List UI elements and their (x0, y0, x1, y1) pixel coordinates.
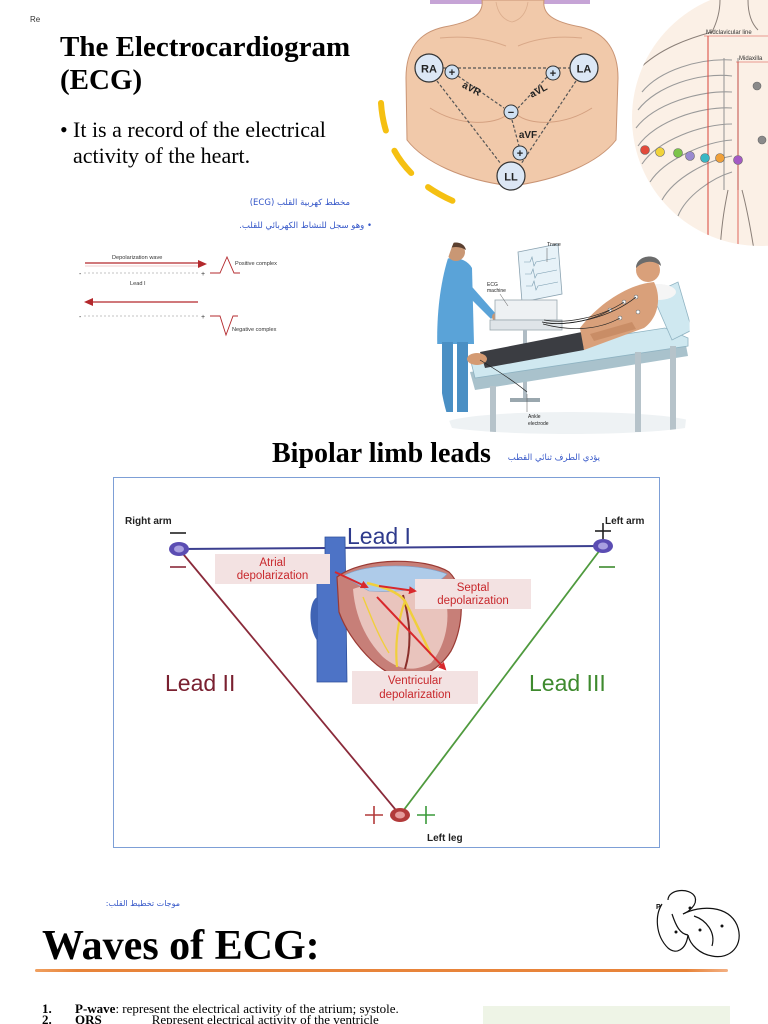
midaxillary-label: Midaxilla (739, 56, 763, 62)
ecg-machine-label-2: machine (487, 288, 506, 294)
left-arm-label: Left arm (605, 516, 645, 527)
plus-sign-avf: + (517, 148, 523, 160)
electrode-ll: LL (496, 161, 526, 191)
midclavicular-label: Midclavicular line (706, 30, 752, 36)
lead-minus-1: - (79, 271, 82, 278)
positive-complex-label: Positive complex (235, 261, 277, 267)
list-term: P-wave (75, 1001, 116, 1016)
waves-heading: Waves of ECG: (42, 923, 320, 969)
negative-complex-trace (210, 315, 238, 337)
patient-ecg-figure: Trace ECG machine Ankle electrode (437, 222, 690, 434)
arabic-note-1: مخطط كهربية القلب (ECG) (249, 198, 350, 208)
atrial-label-2: depolarization (237, 570, 309, 582)
bullet-symbol: • (60, 117, 68, 142)
title-line-2: (ECG) (60, 64, 143, 96)
heart-illustration (310, 536, 462, 683)
atrial-label-1: Atrial (259, 557, 285, 569)
electrode-la: LA (569, 53, 599, 83)
list-number: 2. (42, 1012, 52, 1024)
lead-iii-line (399, 545, 604, 816)
conduction-p-label: P (656, 904, 661, 911)
list-text: Represent electrical activity of the ven… (151, 1012, 379, 1024)
list-number: 1. (42, 1001, 52, 1016)
chest-leads-figure: RA LA LL + + + − aVR aVL aVF (405, 0, 619, 191)
intro-bullet: • It is a record of the electrical activ… (60, 117, 345, 169)
septal-arrow (378, 585, 417, 595)
dashed-marker-arc (378, 100, 471, 210)
lead-plus-1: + (201, 271, 205, 278)
depolarization-wave-label: Depolarization wave (112, 255, 162, 261)
ventricular-label-1: Ventricular (388, 675, 443, 687)
septal-label-box (415, 579, 531, 609)
ankle-electrode-label-2: electrode (528, 421, 549, 427)
ecg-machine-label-1: ECG (487, 282, 498, 288)
bipolar-heading: Bipolar limb leads (272, 438, 491, 469)
septal-label-1: Septal (457, 582, 490, 594)
negative-complex-label: Negative complex (232, 327, 277, 333)
right-arm-label: Right arm (125, 516, 172, 527)
depolarization-figure: Depolarization wave - + Lead I Positive … (79, 255, 277, 337)
list-item-clipped: 2. QRS Represent electrical activity of th… (42, 1012, 482, 1024)
ra-label: RA (421, 64, 437, 76)
page-label: Re (30, 15, 41, 24)
conduction-sketch: P (656, 890, 740, 958)
exam-bed (469, 327, 689, 379)
avf-label: aVF (519, 130, 537, 141)
lead-ii-line (178, 548, 401, 816)
page-title: The Electrocardiogram (ECG) (60, 31, 350, 97)
lead-i-label: Lead I (347, 523, 411, 549)
side-note-box (483, 1006, 730, 1024)
arabic-note-2: • وهو سجل للنشاط الكهربائي للقلب. (239, 221, 372, 231)
trace-label: Trace (547, 242, 561, 248)
lead-plus-2: + (201, 314, 205, 321)
nurse-figure (437, 258, 474, 344)
ecg-trace-display (517, 243, 563, 303)
chest-wall-figure: Midclavicular line Midaxilla (632, 0, 768, 246)
bipolar-arabic-label: يؤدي الطرف ثنائي القطب (507, 453, 600, 463)
left-leg-label: Left leg (427, 833, 463, 844)
minus-sign-center: − (508, 107, 514, 119)
la-label: LA (577, 64, 592, 76)
ecg-machine (494, 299, 558, 321)
list-term: QRS (75, 1012, 102, 1024)
heading-underline-rule (35, 969, 728, 972)
lead-minus-2: - (79, 314, 82, 321)
list-text: : represent the electrical activity of t… (115, 1001, 399, 1016)
electrode-ra: RA (414, 53, 444, 83)
lead-i-line (178, 545, 604, 550)
lead-ii-label: Lead II (165, 670, 235, 696)
ll-label: LL (504, 172, 518, 184)
lead-i-small-label: Lead I (130, 281, 146, 287)
list-item: 2. QRS Represent electrical activity of th… (42, 1012, 482, 1024)
atrial-arrow (334, 571, 369, 589)
septal-label-2: depolarization (437, 595, 509, 607)
plus-sign-avr: + (449, 67, 455, 79)
einthoven-figure-box: Atrial depolarization Septal depolarizat… (113, 477, 660, 848)
einthoven-triangle: Atrial depolarization Septal depolarizat… (125, 516, 645, 844)
atrial-label-box (215, 554, 330, 584)
ankle-electrode-label-1: Ankle (528, 414, 541, 420)
waves-arabic-label: موجات تخطيط القلب: (105, 899, 180, 908)
ventricular-label-box (352, 671, 478, 704)
chest-electrodes (640, 81, 767, 165)
positive-complex-trace (210, 255, 240, 274)
ventricular-label-2: depolarization (379, 689, 451, 701)
lead-iii-label: Lead III (529, 670, 606, 696)
plus-sign-avl: + (550, 68, 556, 80)
title-line-1: The Electrocardiogram (60, 31, 351, 63)
bullet-text: It is a record of the electrical activit… (73, 117, 326, 168)
ventricular-arrow (376, 596, 447, 671)
patient-figure (480, 332, 584, 368)
list-item: 1. P-wave: represent the electrical activ… (42, 1001, 399, 1017)
